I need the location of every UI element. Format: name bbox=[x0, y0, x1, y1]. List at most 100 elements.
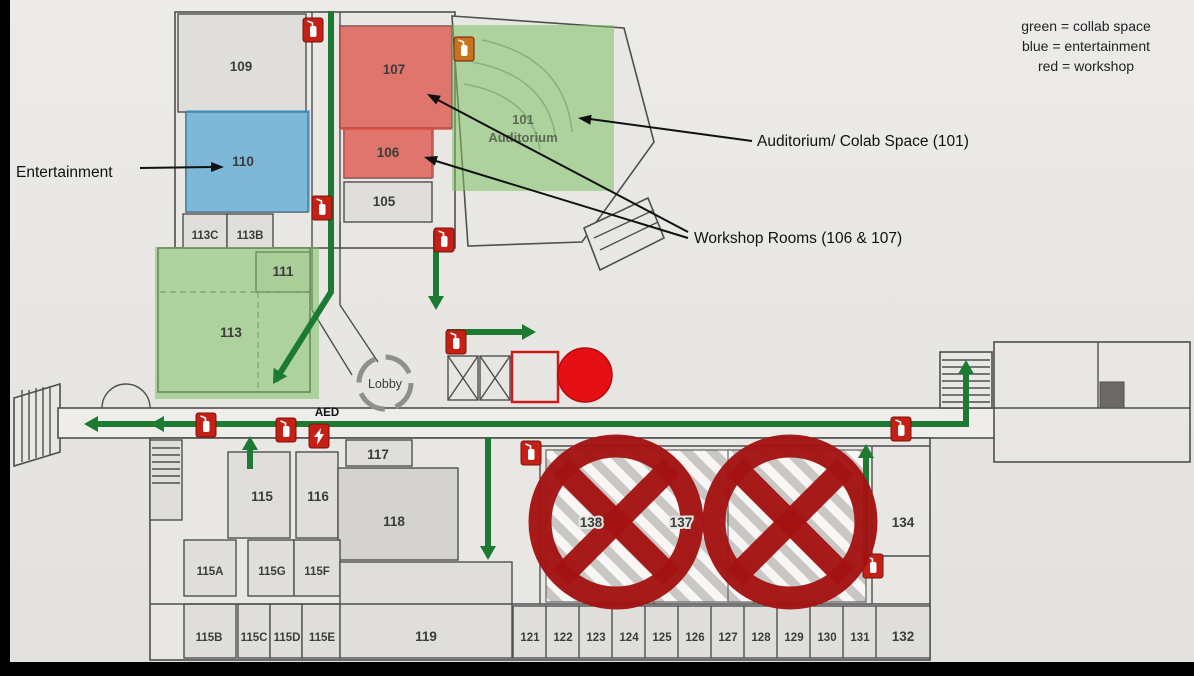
room-118 bbox=[337, 467, 459, 561]
room-label-134: 134 bbox=[892, 515, 915, 530]
room-label-115b: 115B bbox=[196, 632, 223, 644]
fire-extinguisher-icon bbox=[275, 417, 297, 443]
annotation-auditorium-arrow bbox=[589, 118, 753, 142]
room-label-115: 115 bbox=[251, 489, 273, 504]
fire-extinguisher-icon bbox=[433, 227, 455, 253]
room-label-129: 129 bbox=[784, 632, 803, 644]
highlight-room-106-workshop bbox=[344, 128, 434, 178]
room-label-127: 127 bbox=[718, 632, 737, 644]
room-105 bbox=[343, 181, 433, 223]
annotation-auditorium-label: Auditorium/ Colab Space (101) bbox=[757, 133, 969, 150]
no-entry-icon bbox=[702, 434, 878, 610]
annotation-workshop-arrow-2 bbox=[435, 160, 689, 239]
room-115b bbox=[183, 603, 237, 659]
fire-extinguisher-icon bbox=[520, 440, 542, 466]
highlight-auditorium-collab bbox=[452, 25, 614, 191]
room-label-124: 124 bbox=[619, 632, 639, 644]
room-label-107: 107 bbox=[383, 62, 406, 77]
room-label-105: 105 bbox=[373, 194, 396, 209]
location-marker-icon bbox=[557, 347, 613, 403]
highlight-room-110-entertainment bbox=[186, 110, 310, 212]
aed-icon bbox=[308, 423, 330, 449]
annotation-entertainment-label: Entertainment bbox=[16, 164, 113, 181]
room-label-115g: 115G bbox=[258, 566, 286, 578]
aed-label: AED bbox=[315, 407, 339, 419]
letterbox-left bbox=[0, 0, 10, 676]
room-117 bbox=[345, 439, 413, 467]
left-stairwell bbox=[149, 439, 183, 521]
west-entrance-arc bbox=[101, 383, 151, 409]
fire-extinguisher-icon bbox=[890, 416, 912, 442]
lobby-label: Lobby bbox=[368, 377, 403, 391]
room-label-111: 111 bbox=[272, 264, 294, 279]
legend-line-workshop: red = workshop bbox=[1038, 58, 1134, 74]
bottom-room-row bbox=[512, 605, 931, 659]
room-115e bbox=[301, 603, 341, 659]
auditorium-entrance-steps bbox=[582, 196, 666, 272]
room-label-121: 121 bbox=[520, 632, 540, 644]
fire-extinguisher-icon bbox=[302, 17, 324, 43]
room-label-126: 126 bbox=[685, 632, 704, 644]
room-label-125: 125 bbox=[652, 632, 672, 644]
room-115f bbox=[293, 539, 341, 597]
room-label-109: 109 bbox=[230, 59, 253, 74]
annotation-entertainment: Entertainment bbox=[16, 162, 224, 181]
room-label-117: 117 bbox=[367, 447, 389, 462]
room-109 bbox=[177, 13, 307, 113]
room-label-131: 131 bbox=[850, 632, 870, 644]
room-115d bbox=[269, 603, 303, 659]
fire-extinguisher-icon bbox=[311, 195, 333, 221]
fire-extinguisher-icon bbox=[195, 412, 217, 438]
room-label-113c: 113C bbox=[192, 230, 219, 242]
room-label-123: 123 bbox=[586, 632, 605, 644]
room-label-118: 118 bbox=[383, 514, 405, 529]
elevator-1 bbox=[447, 355, 479, 401]
no-entry-icon bbox=[528, 434, 704, 610]
annotation-entertainment-arrow bbox=[139, 166, 213, 169]
room-115c bbox=[237, 603, 271, 659]
room-label-132: 132 bbox=[892, 629, 915, 644]
fire-extinguisher-icon bbox=[445, 329, 467, 355]
evacuation-routes bbox=[84, 11, 974, 560]
west-stairs bbox=[13, 382, 151, 468]
room-label-115d: 115D bbox=[274, 632, 301, 644]
annotation-workshop-label: Workshop Rooms (106 & 107) bbox=[694, 230, 902, 247]
legend: green = collab space blue = entertainmen… bbox=[1021, 18, 1151, 74]
annotation-workshop-arrow-1 bbox=[437, 99, 689, 233]
legend-line-collab: green = collab space bbox=[1021, 18, 1151, 34]
room-label-113: 113 bbox=[220, 325, 242, 340]
highlight-room-107-workshop bbox=[340, 26, 452, 130]
room-label-115a: 115A bbox=[197, 566, 224, 578]
room-label-106: 106 bbox=[377, 145, 400, 160]
room-label-116: 116 bbox=[307, 489, 329, 504]
room-116 bbox=[295, 451, 339, 539]
lobby-circulation-icon bbox=[356, 354, 414, 412]
elevator-2 bbox=[479, 355, 511, 401]
right-wing bbox=[993, 341, 1191, 463]
highlight-room-113-collab bbox=[155, 247, 319, 399]
letterbox-bottom bbox=[0, 662, 1194, 676]
fire-hose-icon bbox=[453, 36, 475, 62]
annotation-workshop: Workshop Rooms (106 & 107) bbox=[424, 94, 902, 247]
room-label-128: 128 bbox=[751, 632, 771, 644]
room-label-122: 122 bbox=[553, 632, 572, 644]
auditorium-number-label: 101 bbox=[512, 112, 534, 127]
room-119 bbox=[339, 561, 513, 659]
room-label-113b: 113B bbox=[237, 230, 264, 242]
auditorium-name-label: Auditorium bbox=[488, 130, 557, 145]
room-113b bbox=[226, 213, 274, 249]
room-label-115e: 115E bbox=[309, 632, 336, 644]
legend-line-entertainment: blue = entertainment bbox=[1022, 38, 1150, 54]
room-label-138: 138 bbox=[580, 515, 603, 530]
room-label-119: 119 bbox=[415, 629, 437, 644]
room-label-130: 130 bbox=[817, 632, 836, 644]
annotation-auditorium: Auditorium/ Colab Space (101) bbox=[578, 114, 969, 150]
room-label-115c: 115C bbox=[241, 632, 268, 644]
room-label-137: 137 bbox=[670, 515, 693, 530]
room-label-115f: 115F bbox=[304, 566, 330, 578]
room-115 bbox=[227, 451, 291, 539]
room-113c bbox=[182, 213, 228, 249]
room-labels: 109 107 106 105 110 113C 113B 111 113 10… bbox=[192, 59, 917, 644]
